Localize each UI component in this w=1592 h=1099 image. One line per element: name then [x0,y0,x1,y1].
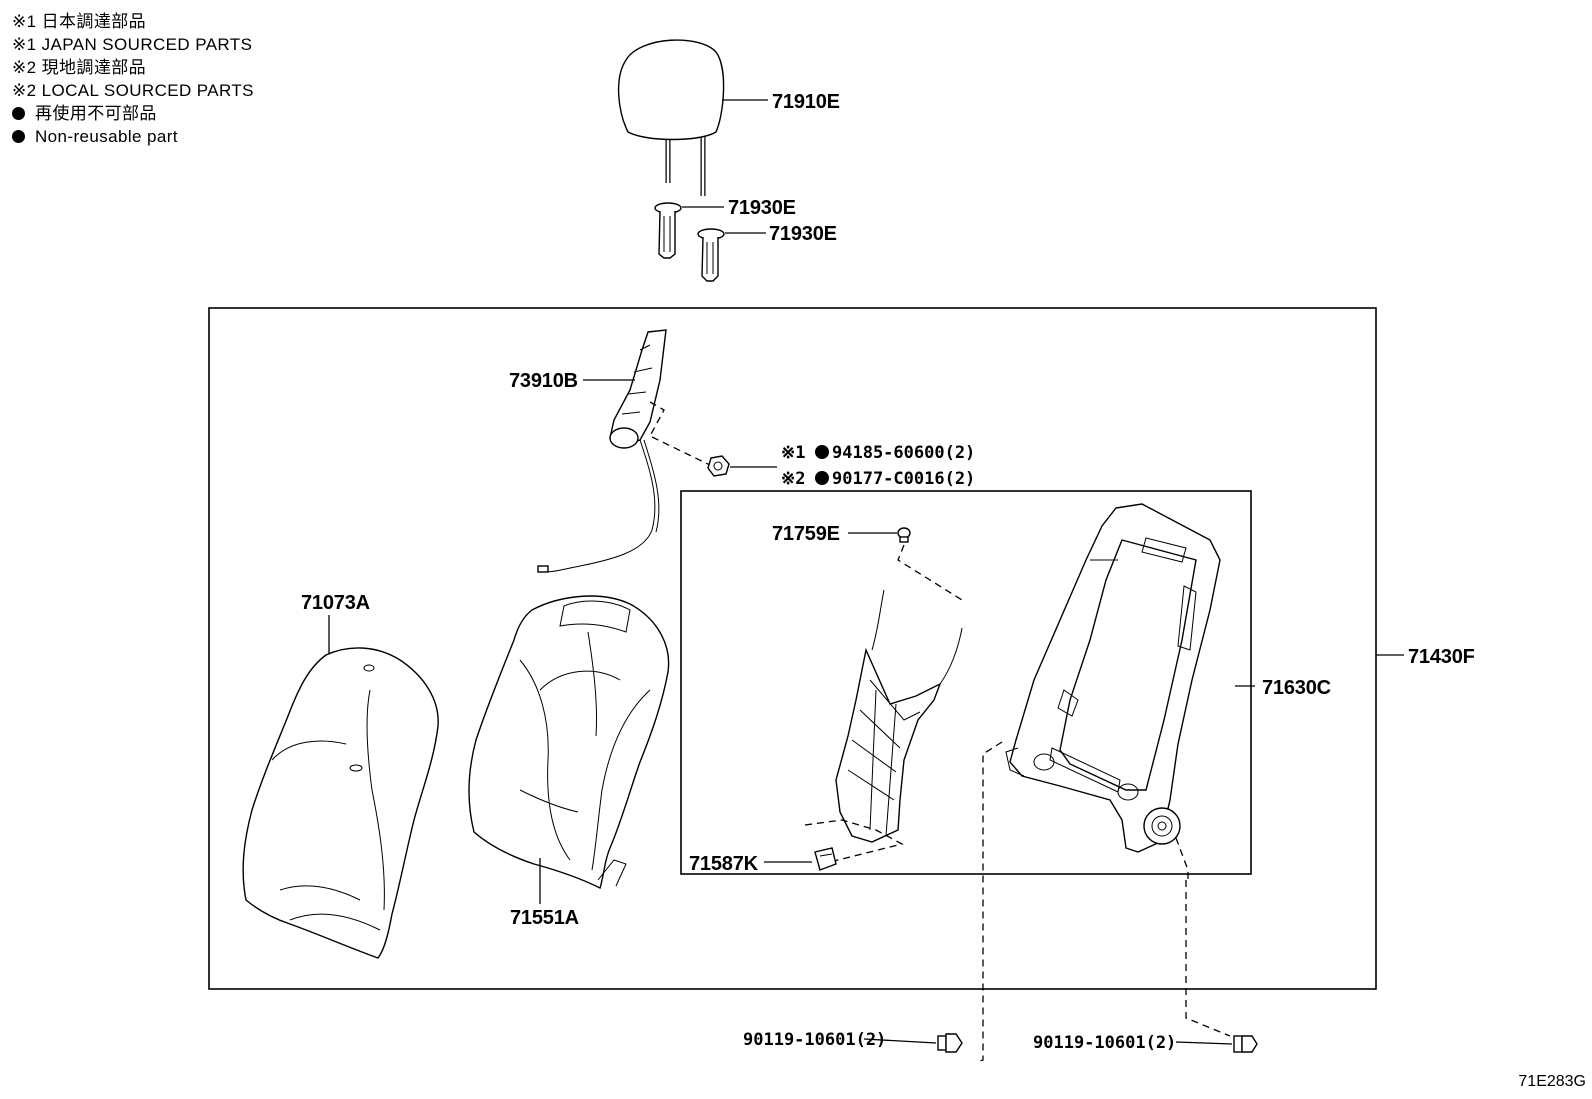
label-nut-local: 90177-C0016(2) [832,469,975,489]
spring-clip-icon [814,847,837,871]
assembly-box [208,307,1377,990]
label-nut-jp-mark: ※1 [781,443,805,463]
label-nut-jp: 94185-60600(2) [832,443,975,463]
legend-text: 日本調達部品 [41,12,147,31]
label-bolt-right: 90119-10601(2) [1033,1033,1176,1053]
legend-text: JAPAN SOURCED PARTS [41,35,253,54]
headrest-support-icon [697,228,725,282]
seatback-cover-drawing [468,595,670,889]
bolt-icon [937,1033,963,1053]
heater-drawing [537,329,667,573]
frame-box [680,490,1252,875]
leader-bolt-right [1175,1041,1233,1045]
non-reusable-dot-icon [12,130,25,143]
legend: ※1 日本調達部品 ※1 JAPAN SOURCED PARTS ※2 現地調達… [12,10,254,148]
dash-clip [897,544,963,601]
legend-text: 再使用不可部品 [35,104,157,123]
legend-row: ※1 日本調達部品 [12,10,254,33]
legend-row: Non-reusable part [12,125,254,148]
leader-bolt-left [863,1038,937,1044]
legend-row: 再使用不可部品 [12,102,254,125]
diagram-reference-code: 71E283G [1518,1073,1586,1090]
label-cover: 71551A [510,907,579,929]
label-clip: 71759E [772,523,840,545]
legend-row: ※2 現地調達部品 [12,56,254,79]
dash-heater-nut [649,401,713,467]
label-heater: 73910B [509,370,578,392]
label-nut-local-mark: ※2 [781,469,805,489]
seatback-frame-drawing [1005,503,1221,853]
lumbar-spring-drawing [835,589,963,843]
label-headrest: 71910E [772,91,840,113]
legend-text: 現地調達部品 [41,58,147,77]
legend-mark: ※2 [12,81,37,100]
clip-icon [897,527,911,543]
label-bolt-left: 90119-10601(2) [743,1030,886,1050]
label-spring: 71587K [689,853,759,875]
dash-frame [1175,837,1189,880]
label-pad: 71073A [301,592,370,614]
headrest-support-icon [654,202,682,259]
legend-row: ※2 LOCAL SOURCED PARTS [12,79,254,102]
legend-mark: ※1 [12,35,37,54]
legend-text: Non-reusable part [35,127,178,146]
nut-icon [707,455,730,477]
non-reusable-dot-icon [815,445,829,459]
dash-bolt-right [1185,880,1231,1037]
legend-row: ※1 JAPAN SOURCED PARTS [12,33,254,56]
bolt-icon [1233,1035,1258,1053]
non-reusable-dot-icon [12,107,25,120]
headrest-drawing [617,39,725,196]
dash-bolt-left [975,741,1003,1063]
legend-mark: ※1 [12,12,37,31]
non-reusable-dot-icon [815,471,829,485]
label-support-a: 71930E [728,197,796,219]
legend-mark: ※2 [12,58,37,77]
seatback-pad-drawing [242,647,439,959]
dash-spring [804,819,904,863]
label-assembly: 71430F [1408,646,1475,668]
legend-text: LOCAL SOURCED PARTS [41,81,254,100]
label-support-b: 71930E [769,223,837,245]
label-frame: 71630C [1262,677,1331,699]
